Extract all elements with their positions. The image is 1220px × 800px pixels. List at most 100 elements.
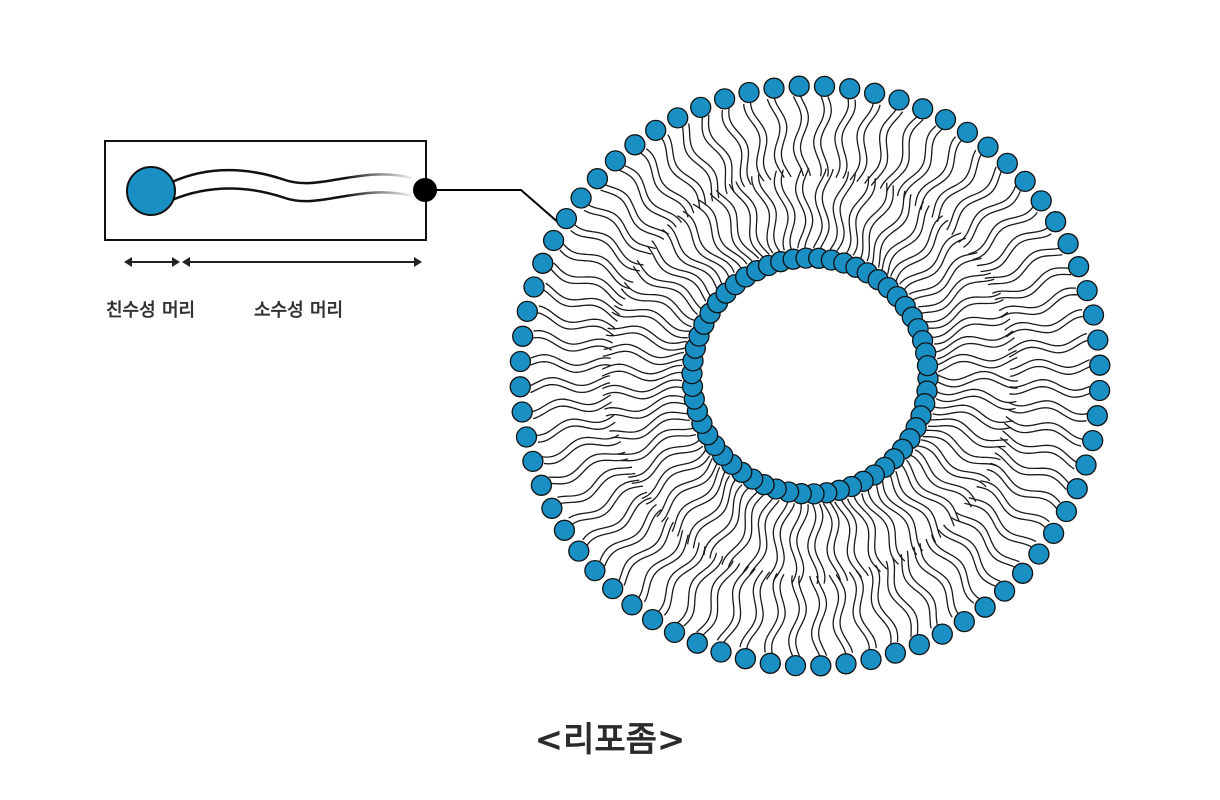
outer-lipid-tail xyxy=(848,571,870,650)
inner-lipid-tail xyxy=(922,435,998,467)
outer-lipid-tail xyxy=(532,401,613,420)
outer-lipid-tail xyxy=(875,564,899,643)
outer-lipid-tail xyxy=(849,103,874,181)
outer-lipid-tail xyxy=(1002,430,1077,463)
inner-lipid-tail xyxy=(620,288,692,328)
outer-lipid-head xyxy=(1030,190,1052,212)
outer-lipid-tail xyxy=(640,152,689,218)
inner-lipid-tail xyxy=(840,499,869,577)
outer-lipid-tail xyxy=(980,233,1052,273)
outer-lipid-tail xyxy=(536,414,615,437)
outer-lipid-tail xyxy=(543,440,622,465)
outer-lipid-tail xyxy=(788,575,800,656)
inner-lipid-tail xyxy=(602,379,683,393)
inner-lipid-tail xyxy=(861,493,899,565)
inner-lipid-tail xyxy=(698,199,748,265)
outer-lipid-tail xyxy=(835,573,854,653)
outer-lipid-head xyxy=(784,654,807,677)
inner-lipid-tail xyxy=(631,445,704,484)
outer-lipid-head xyxy=(1014,170,1036,193)
outer-lipid-tail xyxy=(864,109,897,184)
outer-lipid-head xyxy=(839,78,861,100)
outer-lipid-head xyxy=(663,621,686,644)
inner-leaflet-heads xyxy=(681,247,939,505)
inner-lipid-tail xyxy=(914,449,977,503)
outer-lipid-head xyxy=(863,82,886,104)
outer-lipid-tail xyxy=(723,568,756,643)
outer-lipid-tail xyxy=(999,436,1075,470)
outer-lipid-tail xyxy=(841,99,857,179)
inner-lipid-tail xyxy=(692,479,736,549)
outer-lipid-head xyxy=(710,641,732,663)
outer-lipid-head xyxy=(835,653,857,675)
inner-lipid-tail xyxy=(613,304,691,332)
outer-lipid-tail xyxy=(946,166,997,231)
outer-lipid-head xyxy=(523,276,545,298)
inner-lipid-tail xyxy=(889,475,937,543)
outer-lipid-head xyxy=(713,88,736,110)
outer-lipid-tail xyxy=(667,134,707,206)
inset-tail-upper xyxy=(171,168,413,185)
phospholipid-inset xyxy=(104,140,427,241)
outer-lipid-head xyxy=(1011,562,1034,584)
outer-lipid-tail xyxy=(696,560,734,633)
inner-lipid-tail xyxy=(604,395,684,412)
inner-lipid-tail xyxy=(812,168,827,249)
outer-lipid-tail xyxy=(856,104,881,182)
outer-lipid-head xyxy=(1057,233,1079,255)
outer-lipid-head xyxy=(931,623,953,645)
inner-lipid-tail xyxy=(937,370,1018,382)
outer-lipid-tail xyxy=(989,462,1061,503)
outer-lipid-head xyxy=(584,559,606,582)
inset-tail-lower xyxy=(171,187,413,203)
outer-lipid-tail xyxy=(900,553,932,629)
outer-lipid-tail xyxy=(1004,309,1083,331)
outer-lipid-tail xyxy=(964,502,1032,548)
outer-lipid-tail xyxy=(532,394,612,413)
outer-lipid-tail xyxy=(572,485,644,525)
inner-lipid-tail xyxy=(646,245,707,302)
inner-lipid-tail xyxy=(749,499,780,576)
inset-hydrophilic-head xyxy=(126,166,176,216)
inner-lipid-tail xyxy=(628,439,700,478)
inner-lipid-tail xyxy=(829,171,850,250)
outer-lipid-head xyxy=(912,98,934,120)
outer-lipid-tail xyxy=(663,546,706,616)
connector xyxy=(413,178,561,225)
inner-lipid-tail xyxy=(766,501,789,580)
outer-lipid-head xyxy=(977,136,999,158)
outer-leaflet-heads xyxy=(509,75,1111,677)
inner-lipid-tail xyxy=(937,349,1017,366)
inner-lipid-tail xyxy=(819,168,834,249)
inner-lipid-tail xyxy=(937,377,1018,389)
inner-lipid-tail xyxy=(773,170,789,251)
outer-lipid-tail xyxy=(816,575,828,656)
inner-lipid-tail xyxy=(611,311,688,339)
outer-lipid-tail xyxy=(958,185,1017,243)
outer-lipid-tail xyxy=(743,103,765,182)
inner-lipid-tail xyxy=(895,470,942,538)
outer-lipid-tail xyxy=(879,116,918,189)
inner-lipid-tail xyxy=(932,411,1012,430)
outer-lipid-head xyxy=(645,119,667,142)
inner-lipid-tail xyxy=(834,501,863,578)
inner-lipid-tail xyxy=(926,292,1002,323)
outer-lipid-tail xyxy=(1005,315,1084,338)
inner-lipid-tail xyxy=(796,504,809,585)
outer-lipid-tail xyxy=(1000,294,1079,318)
outer-lipid-tail xyxy=(868,566,892,645)
inner-lipid-tail xyxy=(890,215,944,277)
outer-lipid-head xyxy=(553,519,576,541)
outer-lipid-tail xyxy=(943,524,1001,582)
outer-lipid-tail xyxy=(795,575,807,657)
outer-lipid-tail xyxy=(568,479,640,519)
outer-lipid-tail xyxy=(913,546,953,618)
inner-lipid-tail xyxy=(651,240,711,297)
outer-lipid-head xyxy=(1066,478,1088,500)
outer-lipid-tail xyxy=(984,247,1060,280)
outer-lipid-tail xyxy=(618,516,669,581)
inner-lipid-tail xyxy=(692,203,742,269)
inner-lipid-tail xyxy=(876,485,918,556)
outer-lipid-head xyxy=(888,89,910,111)
